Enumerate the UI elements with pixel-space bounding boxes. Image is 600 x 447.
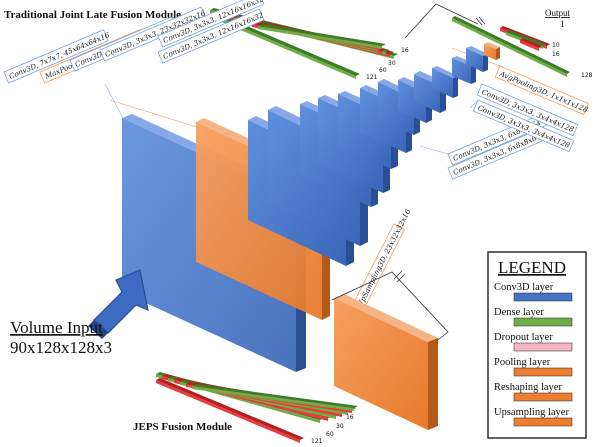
input-label: Volume Input bbox=[10, 318, 103, 337]
legend-label-conv: Conv3D layer bbox=[494, 282, 554, 293]
legend-swatch-reshaping bbox=[513, 392, 573, 402]
legend-label-upsampling: Upsampling layer bbox=[494, 407, 569, 418]
output-dense-size: 10 bbox=[552, 42, 560, 49]
legend-swatch-upsampling bbox=[513, 417, 573, 427]
legend-label-dropout: Dropout layer bbox=[494, 332, 553, 343]
output-dense-size: 16 bbox=[552, 51, 560, 58]
legend-label-reshaping: Reshaping layer bbox=[494, 382, 562, 393]
conv-block bbox=[466, 46, 488, 72]
legend-label-dense: Dense layer bbox=[494, 307, 544, 318]
top-dense-stack bbox=[210, 8, 398, 79]
output-value: 1 bbox=[560, 19, 565, 29]
bottom-dense-size: 121 bbox=[311, 438, 323, 445]
bottom-module-title: JEPS Fusion Module bbox=[133, 421, 232, 433]
top-dense-size: 16 bbox=[401, 47, 409, 54]
legend-title: LEGEND bbox=[498, 258, 566, 277]
bottom-dense-size: 60 bbox=[326, 431, 334, 438]
top-dense-size: 30 bbox=[388, 60, 396, 67]
top-dense-size: 60 bbox=[379, 67, 387, 74]
dense-bar bbox=[258, 24, 386, 49]
legend-swatch-pooling bbox=[513, 367, 573, 377]
top-module-title: Traditional Joint Late Fusion Module bbox=[4, 9, 181, 21]
connector-line bbox=[404, 3, 479, 39]
bottom-dense-stack bbox=[156, 372, 358, 443]
input-shape: 90x128x128x3 bbox=[10, 338, 112, 357]
legend-label-pooling: Pooling layer bbox=[494, 357, 551, 368]
legend-swatch-dropout bbox=[513, 342, 573, 352]
network-blocks bbox=[122, 42, 500, 430]
legend-swatch-dense bbox=[513, 317, 573, 327]
output-dense-stack bbox=[452, 16, 570, 77]
upsample-block bbox=[334, 294, 438, 430]
connector-line bbox=[331, 271, 449, 341]
legend: LEGEND Conv3D layer Dense layer Dropout … bbox=[487, 251, 587, 439]
avgpool-block bbox=[484, 42, 500, 60]
input-arrow-icon bbox=[88, 269, 149, 339]
conv-block bbox=[452, 56, 476, 84]
dense-bar bbox=[210, 12, 360, 79]
top-dense-size: 121 bbox=[366, 74, 378, 81]
legend-swatch-conv bbox=[513, 292, 573, 302]
conv-block bbox=[432, 66, 458, 98]
bottom-dense-size: 30 bbox=[336, 423, 344, 430]
output-title: Output bbox=[545, 8, 571, 18]
guide-lines bbox=[104, 83, 479, 155]
output-dense-size: 128 bbox=[581, 72, 593, 79]
bottom-dense-size: 16 bbox=[346, 414, 354, 421]
